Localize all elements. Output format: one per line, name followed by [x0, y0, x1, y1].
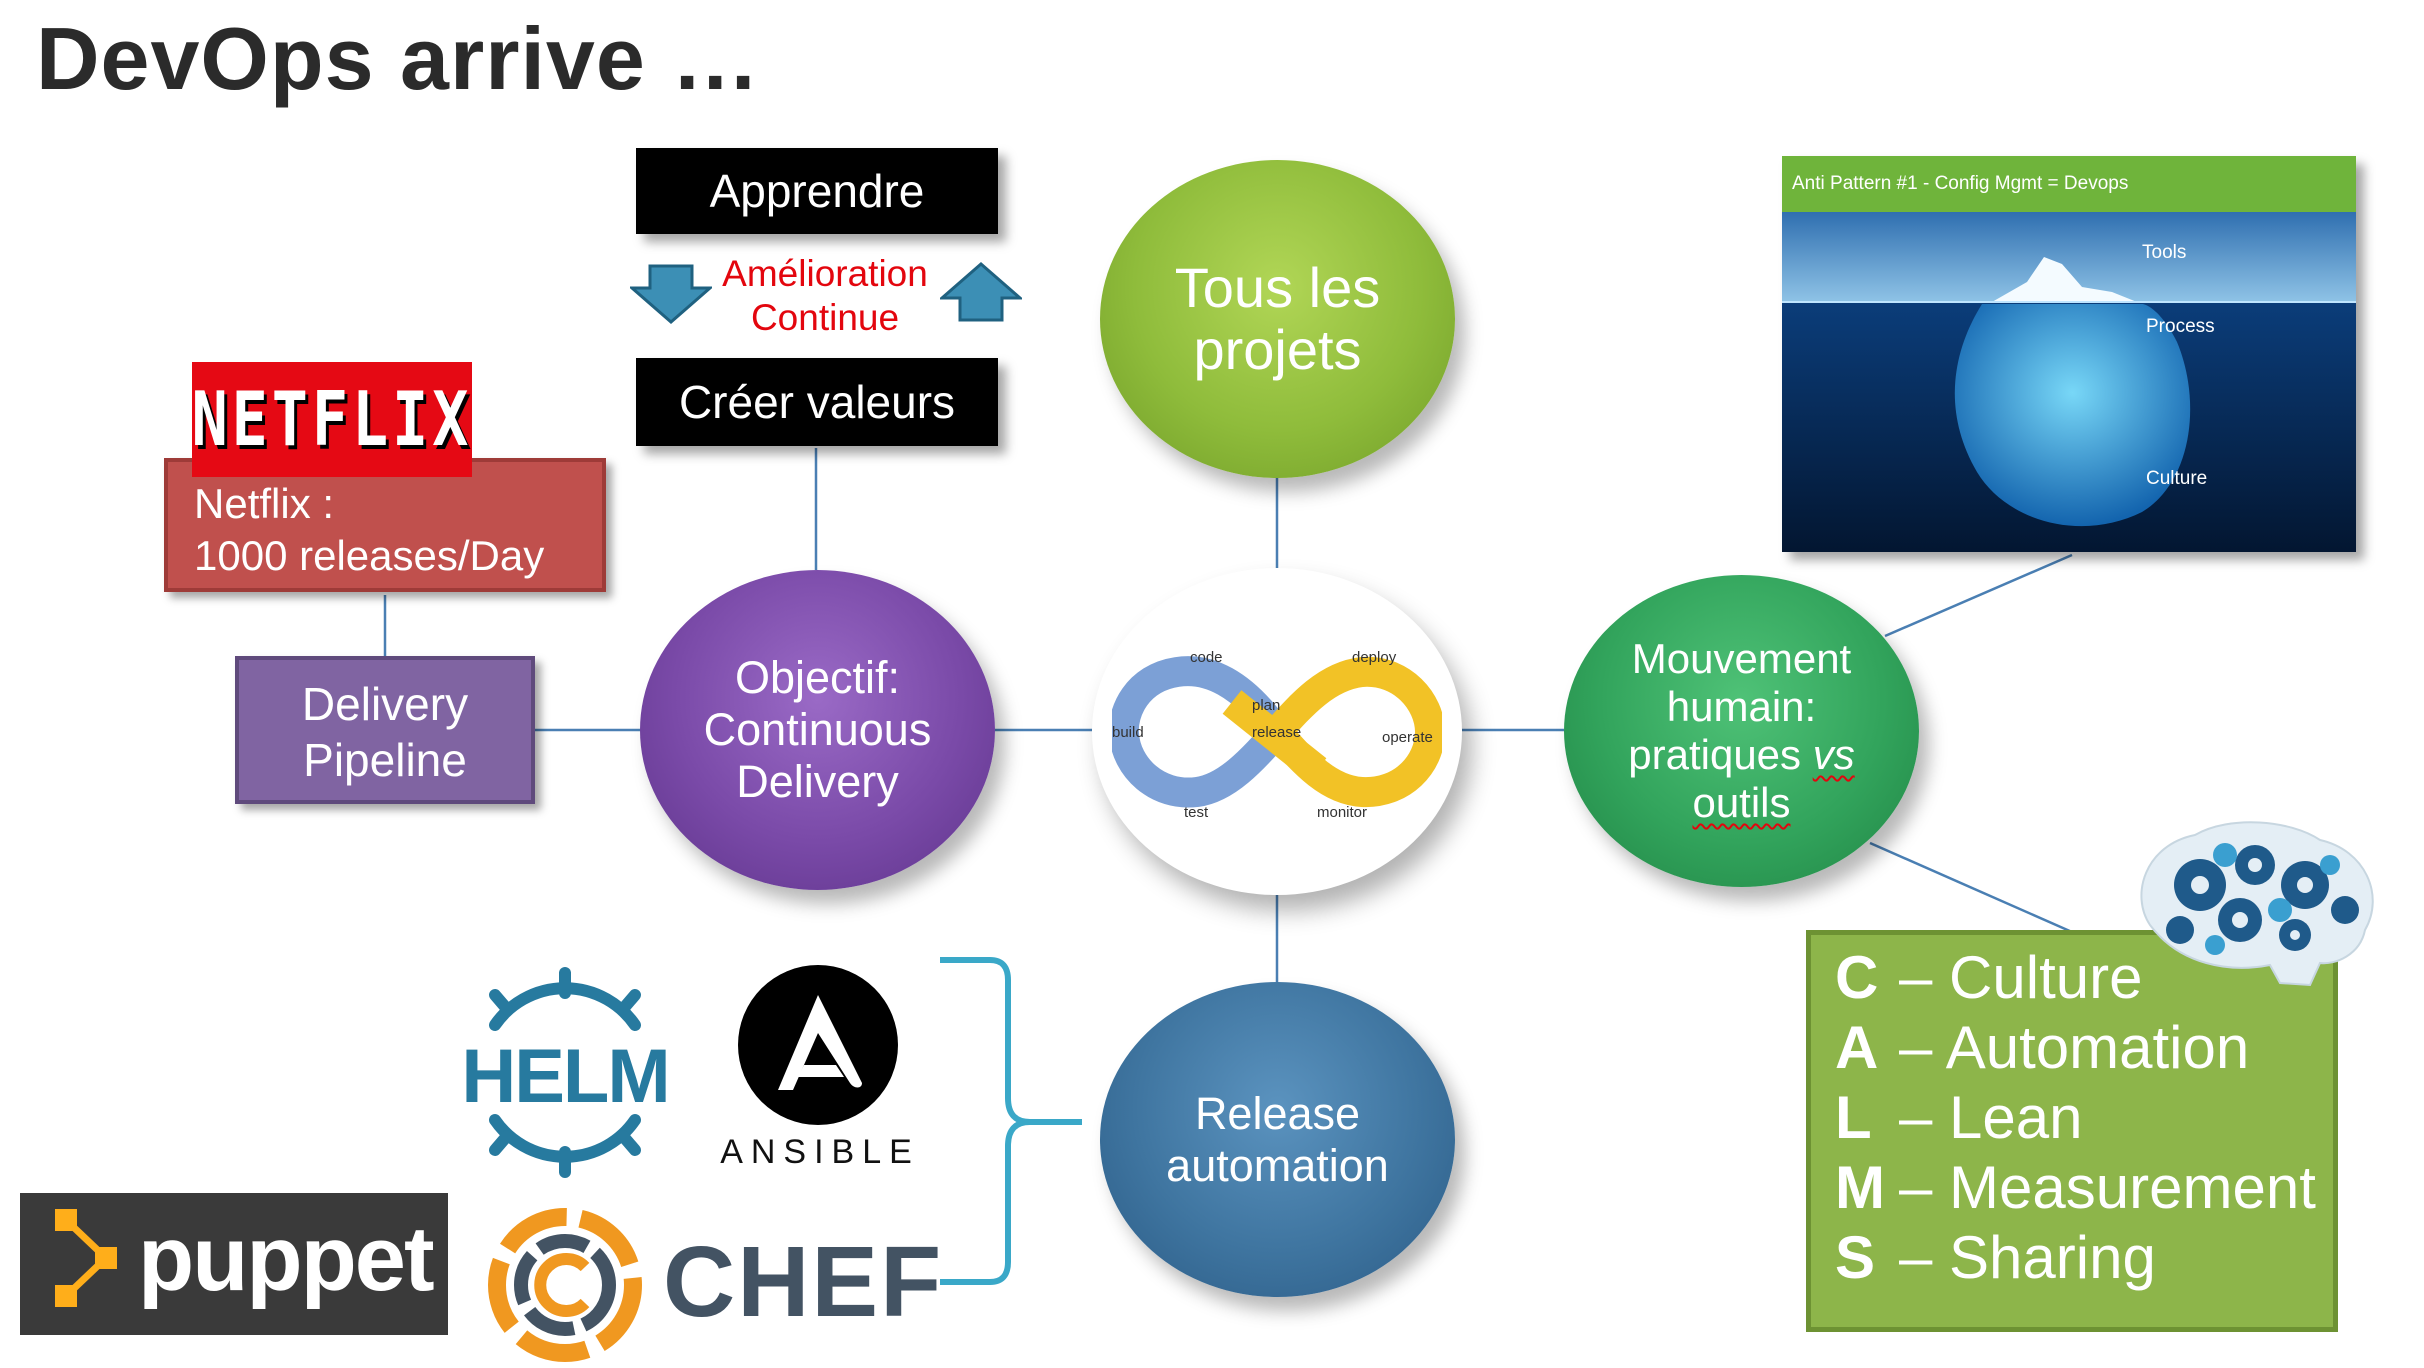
loop-label-build: build: [1112, 724, 1144, 741]
netflix-box-line2: 1000 releases/Day: [194, 532, 545, 579]
objectif-line2: Continuous: [703, 704, 932, 755]
connector-mouvement-iceberg: [1884, 553, 2073, 638]
mouvement-line1: Mouvement: [1631, 635, 1852, 682]
tous-les-projets-circle: Tous les projets: [1100, 160, 1455, 478]
iceberg-illustration: Tools Process Culture: [1782, 212, 2356, 552]
netflix-box-line1: Netflix :: [194, 480, 335, 527]
iceberg-label-tools: Tools: [2142, 242, 2186, 263]
mouvement-line3: pratiques vs: [1628, 731, 1854, 779]
release-line1: Release: [1194, 1087, 1361, 1139]
delivery-pipeline-line2: Pipeline: [303, 734, 467, 786]
iceberg-image: Anti Pattern #1 - Config Mgmt = Devops T…: [1782, 156, 2356, 552]
mouvement-humain-circle: Mouvement humain: pratiques vs outils: [1564, 575, 1919, 887]
ansible-a-icon: [738, 965, 898, 1125]
mouvement-outils: outils: [1692, 779, 1791, 826]
calms-row-culture: C– Culture: [1835, 944, 2143, 1011]
loop-label-monitor: monitor: [1317, 804, 1367, 821]
release-line2: automation: [1166, 1139, 1389, 1191]
helm-wheel-icon: [489, 967, 641, 1178]
loop-label-code: code: [1190, 649, 1223, 666]
helm-logo-text: HELM: [461, 1034, 670, 1119]
netflix-releases-box: Netflix : 1000 releases/Day: [164, 458, 606, 592]
delivery-pipeline-line1: Delivery: [301, 678, 469, 730]
delivery-pipeline-box: Delivery Pipeline: [235, 656, 535, 804]
ansible-logo: ANSIBLE: [700, 965, 940, 1175]
objectif-circle: Objectif: Continuous Delivery: [640, 570, 995, 890]
loop-label-release: release: [1252, 724, 1301, 741]
loop-label-operate: operate: [1382, 729, 1433, 746]
puppet-logo-text: puppet: [138, 1208, 435, 1310]
loop-label-test: test: [1184, 804, 1209, 821]
ansible-logo-text: ANSIBLE: [720, 1133, 920, 1171]
objectif-line1: Objectif:: [734, 652, 901, 703]
netflix-logo-text: NETFLIX: [191, 375, 473, 464]
up-arrow-icon: [940, 262, 1022, 322]
calms-row-automation: A– Automation: [1835, 1014, 2250, 1081]
apprendre-label: Apprendre: [709, 165, 925, 217]
amelioration-line2: Continue: [750, 297, 900, 338]
calms-row-measurement: M– Measurement: [1835, 1154, 2316, 1221]
mouvement-vs: vs: [1812, 731, 1855, 778]
chef-logo: CHEF: [485, 1205, 941, 1365]
puppet-logo: puppet: [20, 1193, 448, 1335]
devops-infinity-icon: code plan build release deploy operate t…: [1112, 649, 1442, 821]
tous-line1: Tous les: [1174, 256, 1381, 319]
chef-logo-text: CHEF: [663, 1226, 944, 1338]
iceberg-label-culture: Culture: [2146, 468, 2207, 489]
down-arrow-icon: [630, 264, 712, 324]
helm-logo: HELM: [455, 965, 675, 1180]
objectif-line3: Delivery: [736, 756, 899, 807]
loop-label-deploy: deploy: [1352, 649, 1397, 666]
apprendre-box: Apprendre: [636, 148, 998, 234]
calms-box: C– Culture A– Automation L– Lean M– Meas…: [1806, 930, 2338, 1332]
mouvement-pratiques: pratiques: [1628, 731, 1802, 778]
mouvement-line2: humain:: [1666, 683, 1817, 730]
creer-valeurs-label: Créer valeurs: [678, 376, 956, 428]
tous-line2: projets: [1193, 318, 1362, 381]
amelioration-continue-text: Amélioration Continue: [700, 252, 950, 340]
calms-row-sharing: S– Sharing: [1835, 1224, 2156, 1291]
loop-label-plan: plan: [1252, 697, 1280, 714]
amelioration-line1: Amélioration: [722, 253, 928, 294]
chef-circle-icon: [488, 1208, 642, 1362]
devops-loop-circle: code plan build release deploy operate t…: [1092, 568, 1462, 895]
puppet-nodes-icon: [55, 1209, 117, 1307]
creer-valeurs-box: Créer valeurs: [636, 358, 998, 446]
calms-row-lean: L– Lean: [1835, 1084, 2083, 1151]
netflix-logo: NETFLIX: [192, 362, 472, 477]
tools-brace: [940, 957, 1082, 1285]
iceberg-label-process: Process: [2146, 316, 2215, 337]
slide-title: DevOps arrive …: [36, 9, 761, 108]
iceberg-header: Anti Pattern #1 - Config Mgmt = Devops: [1782, 156, 2356, 212]
connector-mouvement-calms: [1869, 841, 2073, 934]
brain-gears-icon: [2140, 821, 2374, 987]
release-automation-circle: Release automation: [1100, 982, 1455, 1297]
